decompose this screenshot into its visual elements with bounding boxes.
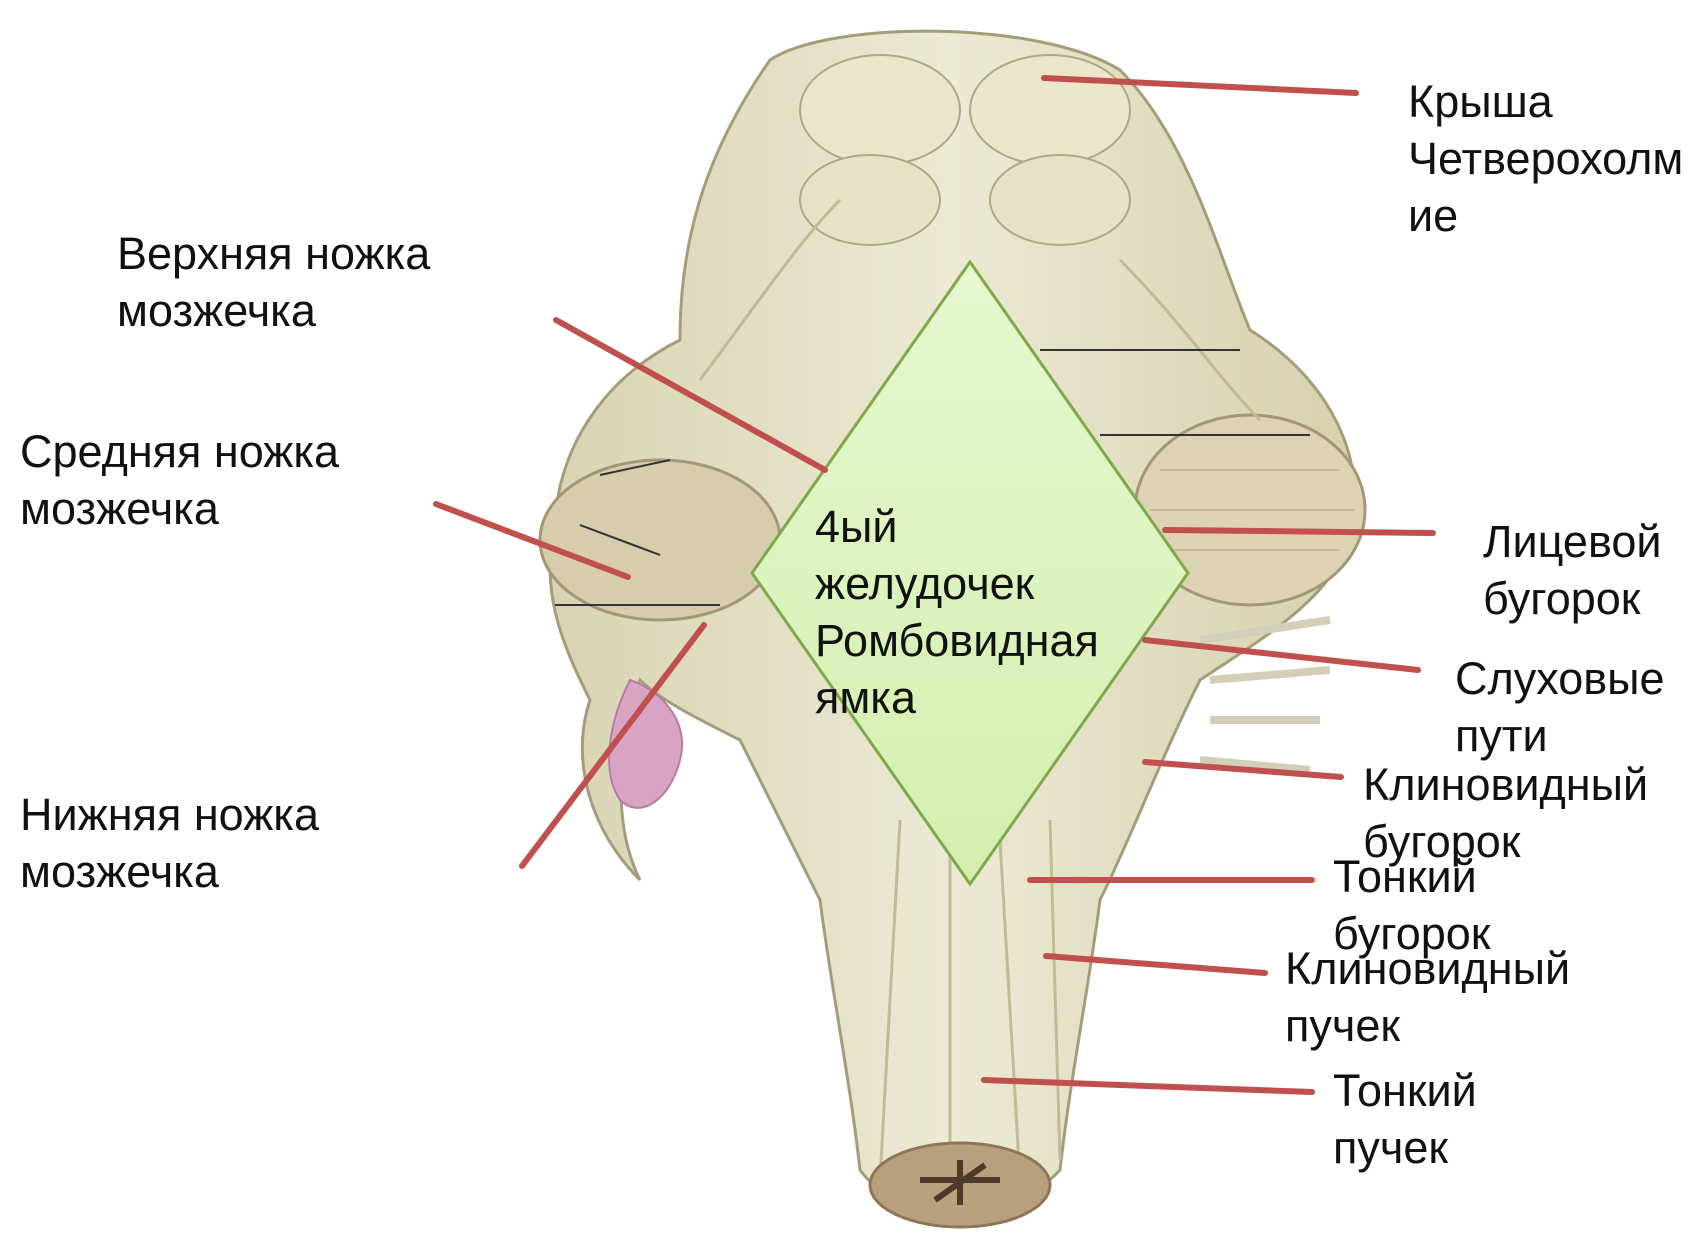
label-auditory-pathways: Слуховые пути: [1455, 650, 1665, 764]
label-gracile-fasciculus: Тонкий пучек: [1333, 1062, 1477, 1176]
label-fourth-ventricle: 4ый желудочек Ромбовидная ямка: [815, 498, 1099, 726]
label-inferior-cerebellar-peduncle: Нижняя ножка мозжечка: [20, 786, 319, 900]
label-facial-colliculus: Лицевой бугорок: [1483, 513, 1662, 627]
label-middle-cerebellar-peduncle: Средняя ножка мозжечка: [20, 423, 339, 537]
pointer-facial: [1165, 530, 1433, 533]
label-roof: Крыша Четверохолм ие: [1408, 73, 1683, 244]
label-superior-cerebellar-peduncle: Верхняя ножка мозжечка: [117, 225, 430, 339]
label-cuneate-fasciculus: Клиновидный пучек: [1285, 940, 1570, 1054]
